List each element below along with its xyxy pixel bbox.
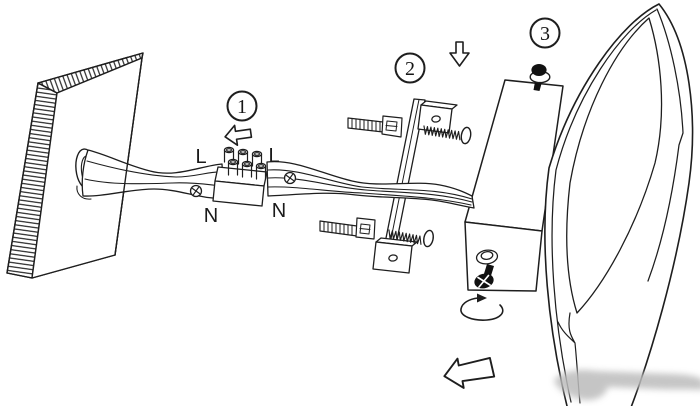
terminal-screw <box>255 162 267 180</box>
fixture-neutral-label: N <box>272 200 286 222</box>
step-2-marker: 2 <box>394 52 426 84</box>
supply-cable <box>81 149 225 199</box>
step-2-circle <box>394 52 426 84</box>
terminal-screw <box>237 148 249 165</box>
terminal-block <box>212 146 268 207</box>
lamp-back-box <box>464 64 564 292</box>
supply-neutral-label: N <box>204 205 218 227</box>
mounting-bracket <box>372 98 458 274</box>
fixture-cable-wire <box>267 186 472 206</box>
step-3-number: 3 <box>540 23 550 45</box>
step-1-number: 1 <box>237 96 247 118</box>
left-arrow-icon <box>224 124 253 146</box>
step-1-marker: 1 <box>226 90 258 122</box>
lamp-shade <box>544 3 694 406</box>
fixing-screw-top <box>529 64 551 91</box>
shade-outline <box>544 3 694 406</box>
terminal-block-front <box>212 180 265 207</box>
cable-clamp-screw <box>283 171 297 185</box>
step-3-circle <box>529 17 561 49</box>
terminal-screw <box>251 150 263 167</box>
wall-right-edge <box>114 57 143 256</box>
shade-left-rim <box>551 9 657 403</box>
rotate-arrow-icon <box>460 293 504 321</box>
step-1-circle <box>226 90 258 122</box>
supply-live-label: L <box>195 146 206 168</box>
shade-right-rim <box>647 8 684 282</box>
wall-anchor-top <box>347 115 403 138</box>
wall-hole-flare <box>76 185 92 200</box>
fixture-cable <box>266 160 475 209</box>
watermark <box>554 370 700 401</box>
supply-cable-wire <box>84 178 224 187</box>
terminal-screw <box>241 160 253 178</box>
fixture-cable-wire <box>267 177 473 203</box>
fixture-live-label: L <box>268 145 279 167</box>
big-left-arrow-icon <box>443 357 496 389</box>
fixture-cable-sheath <box>266 160 475 209</box>
mounting-screw-top <box>423 125 472 145</box>
step-3-marker: 3 <box>529 17 561 49</box>
terminal-screw <box>227 158 239 176</box>
supply-cable-wire <box>86 160 223 178</box>
bracket-strip-fold <box>387 99 420 255</box>
wall-anchor-bottom <box>319 217 376 240</box>
fixing-screw-bottom <box>474 264 494 289</box>
mounting-screw-bottom <box>388 229 434 248</box>
bracket-bottom-flange <box>372 237 418 274</box>
step-2-number: 2 <box>405 58 415 80</box>
box-bottom-hole <box>475 249 499 265</box>
fixture-cable-wire <box>267 169 473 200</box>
cable-clamp-screw <box>189 184 203 198</box>
shade-opening <box>566 17 663 314</box>
bracket-top-flange <box>417 100 458 134</box>
down-arrow-icon <box>449 41 470 67</box>
